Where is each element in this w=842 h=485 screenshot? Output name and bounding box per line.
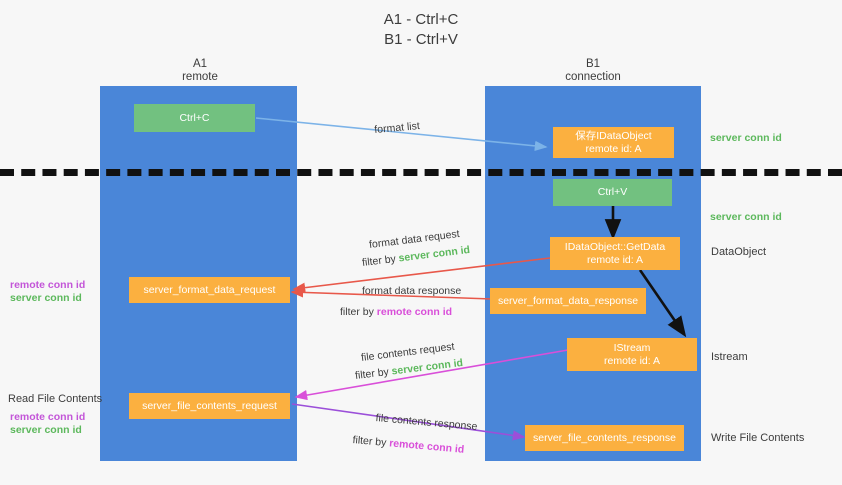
title-line-2: B1 - Ctrl+V: [384, 31, 458, 48]
node-ctrl-c[interactable]: Ctrl+C: [134, 104, 255, 132]
flow-filter-prefix-2: filter by: [340, 306, 377, 318]
node-server-file-contents-response[interactable]: server_file_contents_response: [525, 425, 684, 451]
flow-filter-key-remote-conn-id: remote conn id: [376, 306, 453, 318]
flow-filter-prefix-3: filter by: [354, 365, 393, 383]
node-ctrl-v-label: Ctrl+V: [597, 186, 628, 199]
tag-remote-conn-id-bottom: remote conn id: [10, 411, 86, 423]
tag-server-conn-id-left-top: server conn id: [10, 292, 82, 304]
flow-filter-prefix: filter by: [361, 252, 400, 270]
label-write-file-contents: Write File Contents: [711, 432, 805, 444]
tag-server-conn-id-second: server conn id: [710, 211, 782, 223]
node-server-format-data-request[interactable]: server_format_data_request: [129, 277, 290, 303]
node-server-file-contents-response-label: server_file_contents_response: [532, 431, 676, 444]
node-save-idataobject[interactable]: 保存IDataObject remote id: A: [553, 127, 674, 158]
node-server-file-contents-request-label: server_file_contents_request: [142, 399, 277, 412]
lane-b1-sub: connection: [565, 71, 621, 83]
label-read-file-contents: Read File Contents: [8, 393, 103, 405]
flow-label-format-list: format list: [373, 120, 421, 137]
tag-server-conn-id-top: server conn id: [710, 132, 782, 144]
flow-label-file-contents-response-filter: filter by remote conn id: [352, 434, 465, 457]
node-server-format-data-response[interactable]: server_format_data_response: [490, 288, 646, 314]
node-ctrl-c-label: Ctrl+C: [179, 111, 210, 124]
lane-header-a1: A1 remote: [130, 58, 270, 84]
node-getdata[interactable]: IDataObject::GetData remote id: A: [550, 237, 680, 270]
node-istream-sub: remote id: A: [603, 354, 661, 367]
lane-b1-name: B1: [585, 58, 601, 70]
phase-divider: [0, 169, 842, 176]
flow-label-file-contents-response: file contents response: [375, 412, 478, 433]
node-ctrl-v[interactable]: Ctrl+V: [553, 179, 672, 206]
label-dataobject: DataObject: [711, 246, 767, 258]
node-istream[interactable]: IStream remote id: A: [567, 338, 697, 371]
node-server-format-data-response-label: server_format_data_response: [497, 294, 639, 307]
node-getdata-label: IDataObject::GetData: [564, 241, 666, 253]
node-getdata-sub: remote id: A: [586, 253, 644, 266]
node-save-idataobject-label: 保存IDataObject: [575, 130, 652, 142]
lane-a1-sub: remote: [182, 71, 218, 83]
tag-server-conn-id-left-bottom: server conn id: [10, 424, 82, 436]
flow-label-format-data-response-filter: filter by remote conn id: [340, 306, 452, 319]
node-istream-label: IStream: [613, 342, 651, 354]
node-save-idataobject-sub: remote id: A: [585, 142, 642, 155]
tag-remote-conn-id-top: remote conn id: [10, 279, 86, 291]
lane-a1-name: A1: [192, 58, 208, 70]
flow-filter-prefix-4: filter by: [352, 434, 390, 450]
label-istream: Istream: [711, 351, 748, 363]
lane-header-b1: B1 connection: [523, 58, 663, 84]
node-server-file-contents-request[interactable]: server_file_contents_request: [129, 393, 290, 419]
flow-filter-key-remote-conn-id-2: remote conn id: [388, 437, 465, 456]
node-server-format-data-request-label: server_format_data_request: [143, 283, 276, 296]
title-line-1: A1 - Ctrl+C: [383, 11, 459, 28]
flow-label-format-data-response: format data response: [362, 285, 462, 297]
diagram-title: A1 - Ctrl+C B1 - Ctrl+V: [0, 10, 842, 50]
